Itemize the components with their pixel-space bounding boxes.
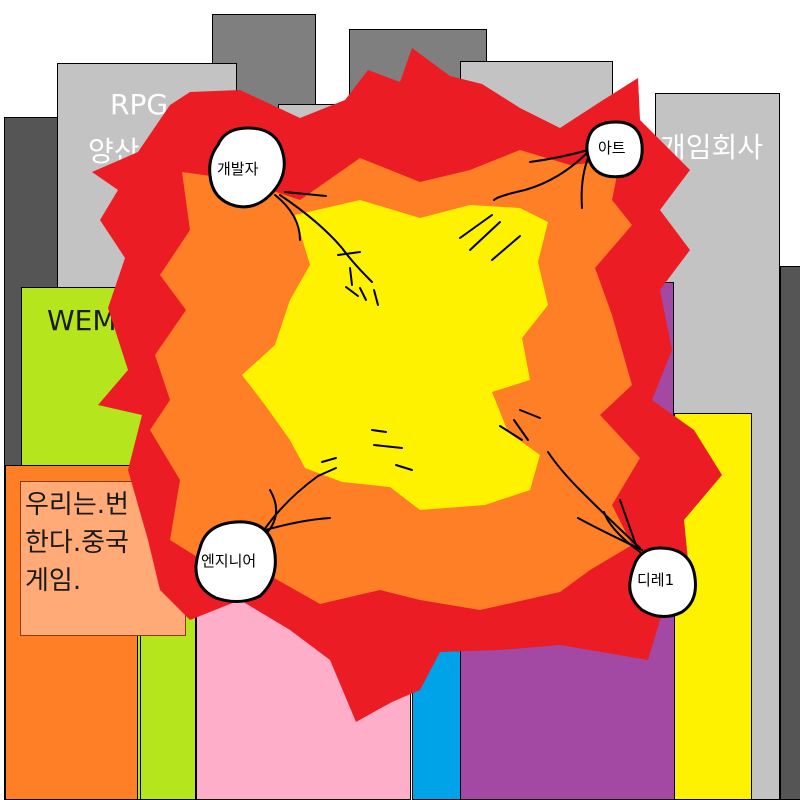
director-label: 디레1	[637, 571, 674, 589]
art-bubble	[585, 120, 644, 179]
developer-bubble	[208, 126, 286, 209]
scribble-lines	[261, 149, 643, 553]
character-director: 디레1	[628, 546, 697, 618]
character-developer: 개발자	[208, 126, 286, 209]
developer-label: 개발자	[217, 160, 259, 178]
slogan-line2: 한다.중국	[25, 528, 129, 558]
art-label: 아트	[598, 139, 626, 157]
slogan-line3: 게임.	[25, 566, 82, 596]
rpg-line1: RPG	[110, 88, 169, 121]
character-art: 아트	[585, 120, 644, 179]
character-engineer: 엔지니어	[194, 520, 277, 603]
director-bubble	[628, 546, 697, 618]
engineer-bubble	[194, 520, 277, 603]
engineer-label: 엔지니어	[201, 552, 256, 570]
slogan-line1: 우리는.번	[25, 490, 129, 520]
explosion-core	[242, 200, 548, 510]
